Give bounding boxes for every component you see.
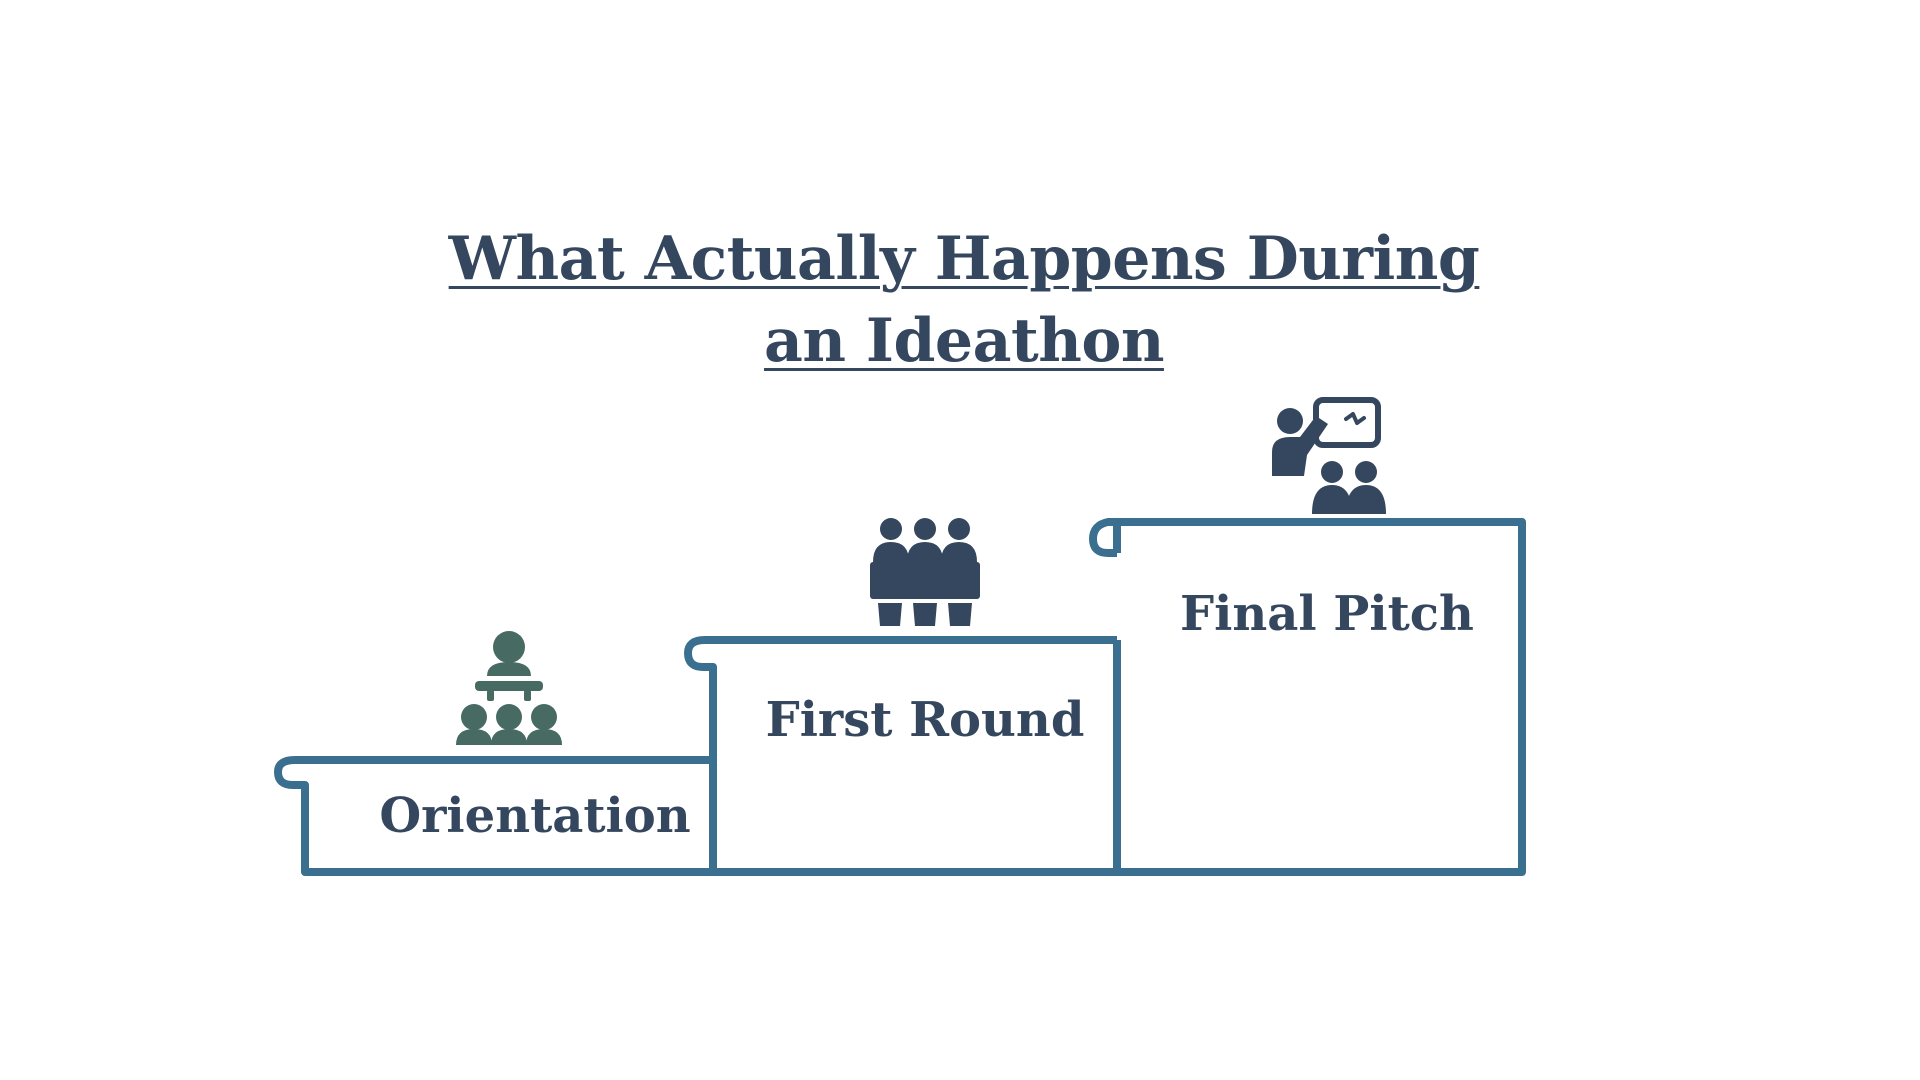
steps-outline: [274, 518, 1526, 876]
page-title: What Actually Happens During an Ideathon: [0, 218, 1920, 382]
step-1-outline: [274, 756, 710, 876]
title-line-2: an Ideathon: [764, 306, 1164, 376]
step-2-outline: [684, 636, 1117, 872]
title-line-1: What Actually Happens During: [448, 224, 1480, 294]
step-3-label: Final Pitch: [1180, 586, 1474, 642]
presenter-whiteboard-icon: [1272, 397, 1386, 514]
step-1-label: Orientation: [379, 788, 690, 844]
step-3-outline: [305, 518, 1526, 876]
audience-presentation-icon: [456, 631, 562, 745]
team-table-icon: [870, 518, 980, 626]
step-2-label: First Round: [766, 692, 1085, 748]
